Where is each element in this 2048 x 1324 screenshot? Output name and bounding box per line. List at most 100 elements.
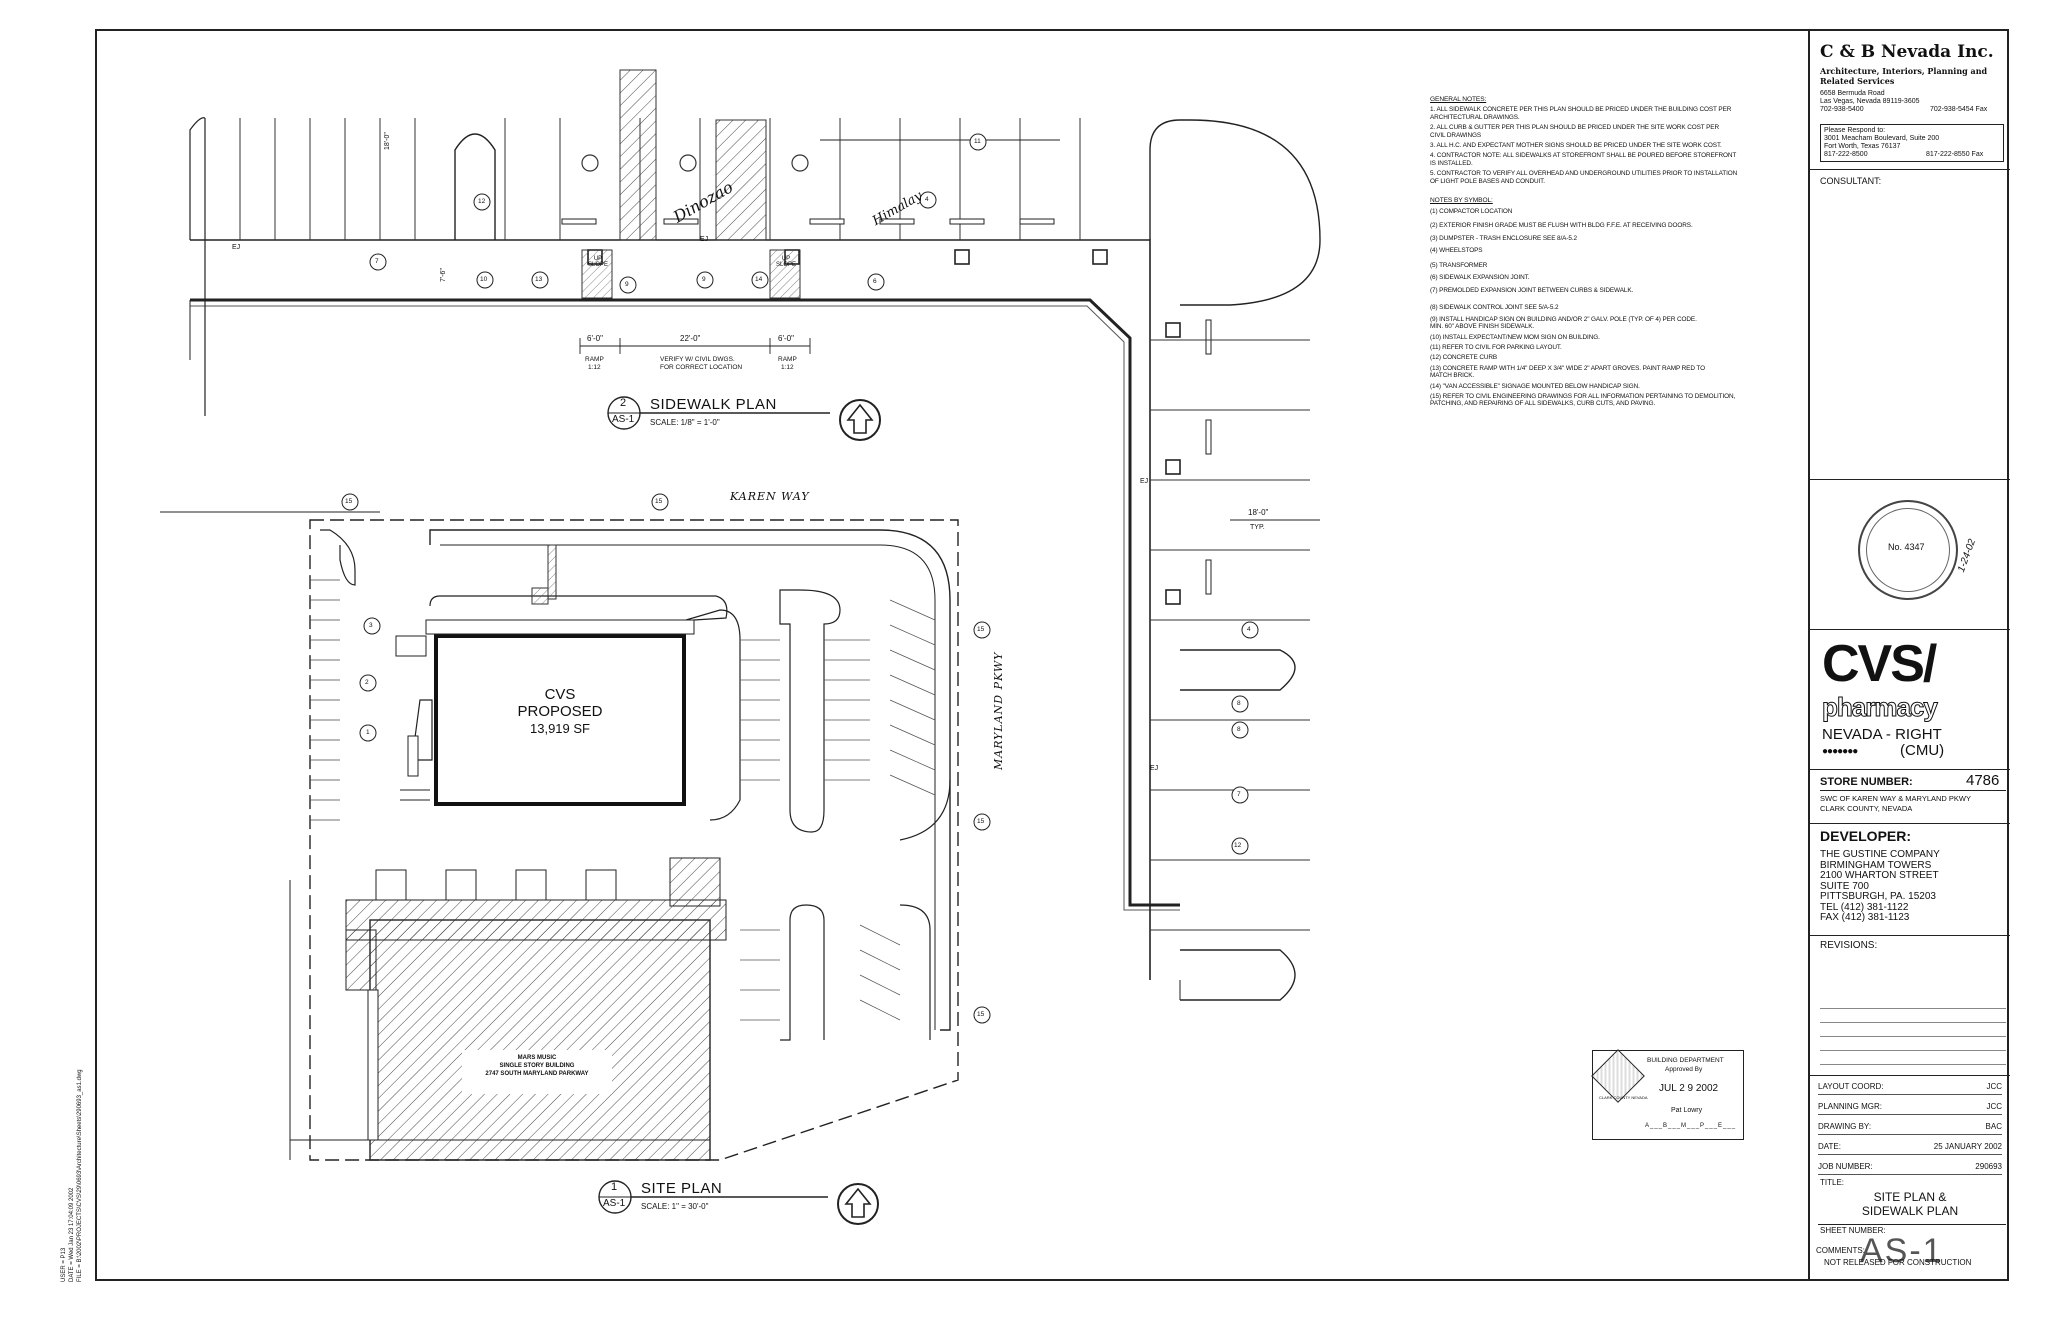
callout-12: 12 [478,198,486,205]
symbol-note: (6) SIDEWALK EXPANSION JOINT. [1430,273,1530,281]
symbol-note: (2) EXTERIOR FINISH GRADE MUST BE FLUSH … [1430,221,1693,229]
firm-tagline-1: Architecture, Interiors, Planning and [1820,66,1988,76]
site-plan-number: 1 [611,1181,618,1193]
ramp-label-1: RAMP [585,356,604,363]
symbol-note: (15) REFER TO CIVIL ENGINEERING DRAWINGS… [1430,392,1736,400]
firm-name: C & B Nevada Inc. [1820,42,1994,62]
cvs-building [434,634,686,806]
cvs-logo: CVS/ [1822,635,1937,693]
up-slope-1: UP SLOPE [587,256,608,268]
symbol-note: PATCHING, AND REPAIRING OF ALL SIDEWALKS… [1430,400,1656,408]
info-row: PLANNING MGR:JCC [1818,1100,2002,1115]
building-status: PROPOSED [517,703,603,720]
callout-13: 13 [535,276,543,283]
symbol-note: (4) WHEELSTOPS [1430,246,1483,254]
sheet-title-block: TITLE: SITE PLAN & SIDEWALK PLAN [1810,1178,2010,1228]
title-block: C & B Nevada Inc. Architecture, Interior… [1808,30,2010,1280]
respond-address-2: Fort Worth, Texas 76137 [1824,143,1901,150]
info-rows: LAYOUT COORD:JCC PLANNING MGR:JCC DRAWIN… [1810,1080,2010,1180]
building-area: 13,919 SF [530,721,590,736]
callout-4b: 4 [1247,626,1251,633]
sidewalk-plan [189,69,1321,1001]
note-line: 2. ALL CURB & GUTTER PER THIS PLAN SHOUL… [1430,124,1719,132]
callout-3: 3 [369,622,373,629]
symbol-note: (1) COMPACTOR LOCATION [1430,208,1513,216]
respond-label: Please Respond to: [1824,127,1886,134]
county-seal-text: CLARK COUNTY NEVADA [1599,1095,1648,1100]
site-plan-sheet-ref: AS-1 [603,1198,626,1209]
revision-line [1820,1022,2006,1023]
adjacent-type: SINGLE STORY BUILDING [499,1063,575,1069]
info-label: DATE: [1818,1142,1841,1151]
callout-15d: 15 [977,818,985,825]
street-maryland-pkwy: MARYLAND PKWY [992,651,1005,770]
ramp-label-2: RAMP [778,356,797,363]
comments-text: NOT RELEASED FOR CONSTRUCTION [1824,1258,1972,1267]
ej-2: EJ [700,236,709,243]
file-stamp-user: USER = P13 [61,1247,67,1282]
info-row: DRAWING BY:BAC [1818,1120,2002,1135]
note-line: 5. CONTRACTOR TO VERIFY ALL OVERHEAD AND… [1430,170,1738,178]
callout-bubbles [341,133,1259,1024]
up-slope-2: UP SLOPE [775,256,796,268]
callout-7: 7 [375,258,379,265]
seal-date: 1-24-02 [1956,537,1979,574]
developer-lines: THE GUSTINE COMPANY BIRMINGHAM TOWERS 21… [1820,849,1940,924]
sheet-number-block: SHEET NUMBER: AS-1 [1810,1226,2010,1276]
respond-phone: 817-222-8500 [1824,151,1868,158]
developer-line: PITTSBURGH, PA. 15203 [1820,891,1936,902]
symbol-note: (13) CONCRETE RAMP WITH 1/4" DEEP X 3/4"… [1430,364,1705,372]
seal-block: No. 4347 1-24-02 [1810,480,2010,630]
revision-line [1820,1064,2006,1065]
symbol-note: (10) INSTALL EXPECTANT/NEW MOM SIGN ON B… [1430,333,1600,341]
info-value: JCC [1986,1082,2002,1091]
consultant-block: CONSULTANT: [1810,170,2010,480]
seal-number: No. 4347 [1888,542,1925,552]
verify-note-1: VERIFY W/ CIVIL DWGS. [660,356,735,363]
sheet-border [95,29,2009,1281]
building-name: CVS [544,686,576,703]
sheet-title: SITE PLAN & SIDEWALK PLAN [1810,1190,2010,1218]
note-line: CIVIL DRAWINGS [1430,131,1482,139]
respond-box: Please Respond to: 3001 Meacham Boulevar… [1820,124,2004,162]
ej-3: EJ [1140,478,1149,485]
info-row: JOB NUMBER:290693 [1818,1160,2002,1175]
typ-dim-top: 18'-0" [384,132,391,150]
site-plan [160,511,959,1225]
adjacent-name: MARS MUSIC [517,1055,557,1061]
callout-15b: 15 [655,498,663,505]
callout-9a: 9 [625,281,629,288]
callout-14: 14 [755,276,763,283]
brand-subtitle: (CMU) [1900,742,1945,759]
general-notes-title: GENERAL NOTES: [1430,96,1487,103]
info-value: BAC [1985,1122,2002,1131]
brand-dots: ●●●●●●● [1822,746,1858,757]
note-line: 4. CONTRACTOR NOTE: ALL SIDEWALKS AT STO… [1430,152,1737,160]
architect-seal-icon [1858,500,1958,600]
stamp-codes: A___B___M___P___E___ [1645,1123,1737,1129]
symbol-note: (3) DUMPSTER - TRASH ENCLOSURE SEE 8/A-5… [1430,235,1577,243]
street-karen-way: KAREN WAY [730,490,810,503]
developer-line: FAX (412) 381-1123 [1820,912,1910,923]
ej-1: EJ [232,244,241,251]
title-divider [1818,1224,2006,1225]
callout-11: 11 [974,138,981,145]
developer-line: SUITE 700 [1820,880,1869,892]
approval-stamp: CLARK COUNTY NEVADA BUILDING DEPARTMENT … [1591,1049,1744,1140]
pharmacy-logo: pharmacy [1822,692,1939,723]
file-stamp: USER = P13 DATE = Wed Jan 23 17:04:09 20… [60,1069,84,1282]
note-line: 1. ALL SIDEWALK CONCRETE PER THIS PLAN S… [1430,106,1732,114]
respond-address-1: 3001 Meacham Boulevard, Suite 200 [1824,135,1940,142]
consultant-label: CONSULTANT: [1820,176,1882,186]
file-stamp-date: DATE = Wed Jan 23 17:04:09 2002 [69,1187,75,1282]
developer-line: THE GUSTINE COMPANY [1820,849,1940,860]
ej-4: EJ [1150,765,1159,772]
revisions-block: REVISIONS: [1810,936,2010,1076]
sidewalk-plan-sheet-ref: AS-1 [612,414,635,425]
symbol-note: (11) REFER TO CIVIL FOR PARKING LAYOUT. [1430,343,1562,351]
developer-block: DEVELOPER: THE GUSTINE COMPANY BIRMINGHA… [1810,824,2010,936]
note-line: IS INSTALLED. [1430,159,1473,167]
callout-4a: 4 [925,196,929,203]
symbol-note: (12) CONCRETE CURB [1430,354,1498,362]
revision-line [1820,1050,2006,1051]
